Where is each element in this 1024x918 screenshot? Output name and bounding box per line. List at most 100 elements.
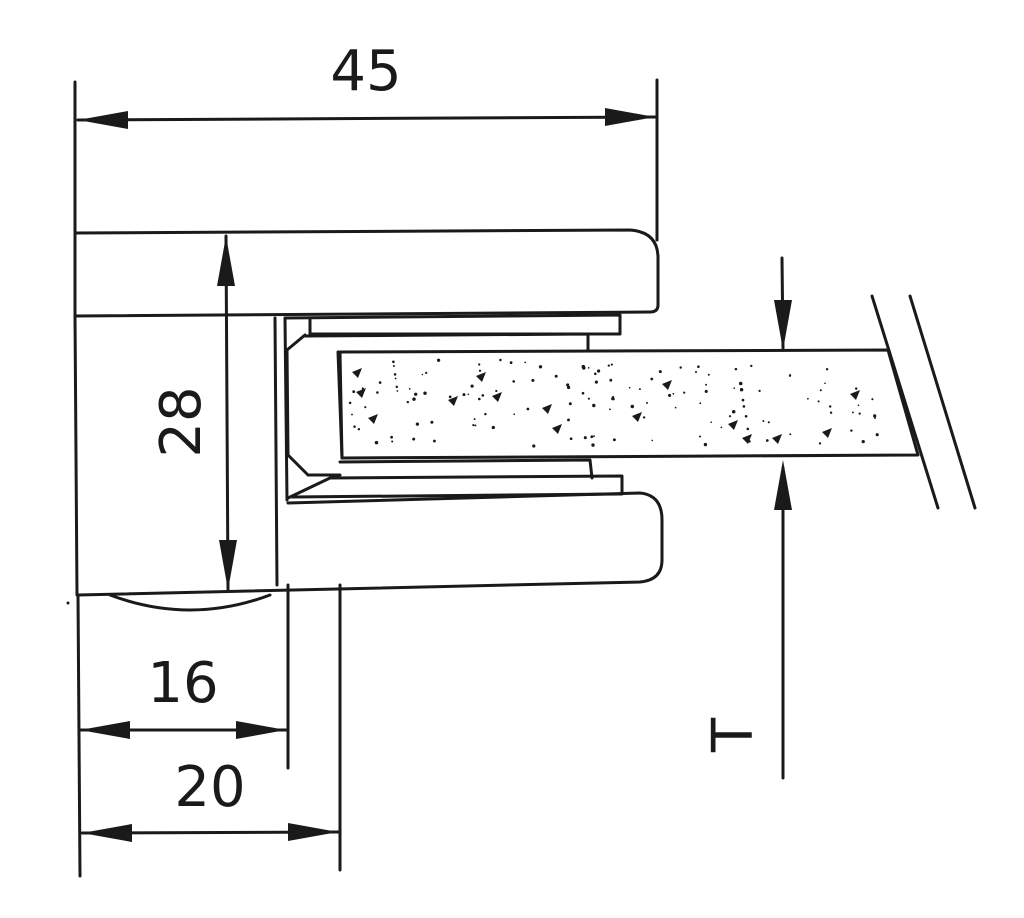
glass-speck	[591, 443, 595, 447]
dim-width-total	[76, 108, 657, 129]
glass-speck	[658, 370, 662, 374]
glass-speck	[741, 398, 745, 402]
glass-speck	[698, 435, 702, 438]
glass-aggregate	[772, 434, 782, 444]
glass-speck	[674, 406, 677, 409]
glass-speck	[357, 427, 361, 431]
glass-speck	[421, 373, 424, 376]
glass-speck	[744, 414, 748, 418]
glass-speck	[704, 389, 708, 393]
glass-speck	[512, 380, 516, 383]
glass-speck	[612, 438, 616, 442]
glass-speck	[762, 420, 765, 422]
glass-speck	[484, 412, 487, 416]
glass-speck	[412, 397, 416, 401]
glass-speck	[728, 415, 732, 418]
glass-speck	[393, 373, 397, 376]
glass-aggregate	[742, 434, 752, 444]
glass-aggregate	[476, 372, 486, 382]
glass-speck	[587, 397, 590, 400]
glass-aggregate	[542, 404, 552, 414]
glass-speck	[750, 364, 753, 368]
glass-speck	[474, 424, 477, 427]
glass-aggregate	[552, 424, 562, 434]
glass-speck	[569, 437, 573, 441]
glass-speck	[352, 390, 356, 394]
glass-speck	[593, 435, 595, 438]
dim-label-45: 45	[330, 39, 401, 104]
glass-speck	[499, 358, 502, 362]
glass-speck	[412, 437, 416, 441]
glass-speck	[767, 421, 770, 424]
glass-speck	[697, 365, 700, 369]
glass-speck	[448, 395, 452, 399]
glass-speck	[857, 404, 860, 407]
glass-speck	[462, 393, 466, 397]
glass-speck	[612, 397, 615, 401]
glass-speck	[509, 361, 513, 364]
glass-aggregate	[632, 412, 642, 422]
glass-speck	[594, 380, 598, 384]
glass-speck	[638, 388, 641, 391]
glass-speck	[472, 423, 475, 427]
glass-speck	[742, 405, 746, 408]
glass-speck	[374, 440, 379, 445]
glass-speck	[583, 436, 587, 440]
glass-speck	[828, 405, 832, 408]
glass-speck	[861, 439, 865, 444]
glass-speck	[430, 420, 434, 424]
glass-speck	[707, 373, 710, 376]
glass-aggregate	[492, 392, 502, 402]
glass-speck	[526, 407, 530, 411]
dim-glass-thickness	[774, 256, 792, 510]
glass-speck	[470, 384, 474, 388]
glass-speck	[364, 406, 367, 409]
glass-speck	[854, 387, 858, 390]
glass-speck	[731, 410, 736, 414]
glass-speck	[612, 395, 615, 398]
glass-speck	[531, 378, 535, 382]
glass-speck	[851, 411, 854, 414]
glass-speck	[817, 400, 820, 403]
glass-speck	[694, 370, 698, 374]
dim-label-T: T	[701, 717, 766, 753]
glass-speck	[423, 391, 427, 395]
glass-speck	[739, 387, 744, 392]
glass-aggregate	[356, 388, 366, 398]
glass-speck	[651, 439, 654, 442]
glass-speck	[378, 381, 382, 384]
glass-speck	[873, 414, 877, 418]
glass-speck	[642, 416, 646, 419]
glass-speck	[738, 381, 743, 386]
dim-depth-inner	[78, 721, 288, 739]
glass-speck	[672, 392, 675, 395]
glass-speck	[789, 433, 792, 436]
glass-speck	[788, 374, 792, 377]
glass-speck	[650, 377, 654, 381]
glass-aggregate	[368, 414, 378, 424]
glass-speck	[425, 371, 428, 375]
glass-speck	[819, 389, 822, 392]
glass-speck	[376, 391, 379, 394]
glass-speck	[630, 404, 635, 409]
dim-height-clamp	[217, 234, 237, 592]
glass-speck	[699, 402, 702, 405]
glass-speck	[746, 427, 750, 431]
glass-aggregate	[850, 390, 860, 400]
glass-speck	[415, 422, 420, 426]
glass-speck	[765, 439, 769, 442]
glass-speck	[348, 401, 352, 405]
glass-speck	[477, 397, 481, 401]
glass-speck	[353, 425, 356, 428]
glass-speck	[733, 387, 736, 390]
glass-speck	[414, 392, 418, 396]
glass-speck	[567, 418, 570, 422]
glass-speck	[436, 358, 441, 362]
glass-speck	[594, 372, 597, 376]
glass-speck	[705, 383, 708, 386]
glass-aggregate	[662, 380, 672, 390]
glass-speck	[628, 386, 631, 389]
glass-speck	[351, 413, 353, 416]
glass-texture	[348, 358, 879, 448]
